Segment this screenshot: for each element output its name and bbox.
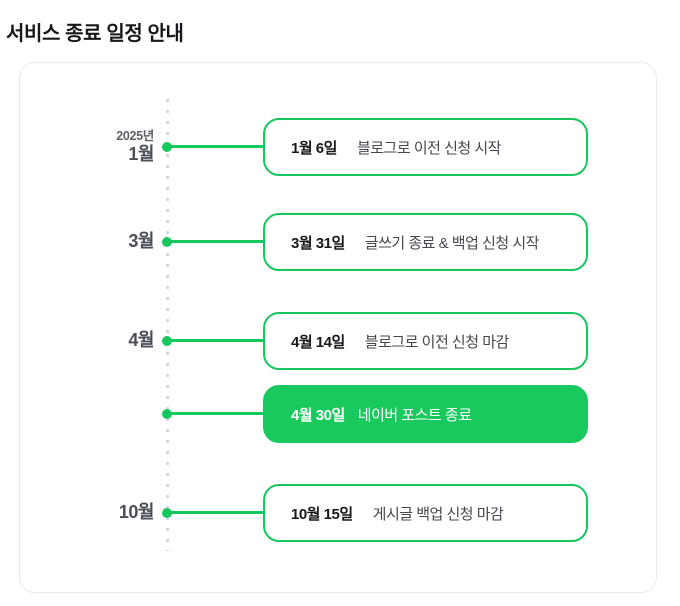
timeline-event-date: 4월 14일 <box>291 333 345 351</box>
timeline-row: 3월 3월 31일 글쓰기 종료 & 백업 신청 시작 <box>20 213 656 271</box>
timeline-event-card[interactable]: 4월 14일 블로그로 이전 신청 마감 <box>263 312 588 370</box>
timeline-month-label: 3월 <box>128 231 154 252</box>
timeline-event-card[interactable]: 1월 6일 블로그로 이전 신청 시작 <box>263 118 588 176</box>
timeline-row-period: 10월 <box>20 484 155 542</box>
timeline-month-label: 4월 <box>128 330 154 351</box>
timeline-event-date: 10월 15일 <box>291 505 353 523</box>
timeline-event-date: 1월 6일 <box>291 139 337 157</box>
timeline-node-dot <box>162 508 172 518</box>
timeline-row-period <box>20 385 154 443</box>
timeline-row: 4월 30일 네이버 포스트 종료 <box>20 385 656 443</box>
timeline-event-card-highlighted[interactable]: 4월 30일 네이버 포스트 종료 <box>263 385 588 443</box>
timeline-event-label: 글쓰기 종료 & 백업 신청 시작 <box>364 234 540 252</box>
timeline-event-label: 게시글 백업 신청 마감 <box>372 505 504 523</box>
timeline-row: 4월 4월 14일 블로그로 이전 신청 마감 <box>20 312 656 370</box>
timeline-row: 10월 10월 15일 게시글 백업 신청 마감 <box>20 484 656 542</box>
timeline-connector-line <box>170 339 264 342</box>
timeline-month-label: 10월 <box>118 502 155 523</box>
timeline-node-dot <box>162 336 172 346</box>
timeline-row-period: 3월 <box>20 213 154 271</box>
timeline-event-label: 블로그로 이전 신청 마감 <box>364 333 510 351</box>
timeline-month-label: 1월 <box>128 144 154 165</box>
timeline-row-period: 4월 <box>20 312 154 370</box>
page-title: 서비스 종료 일정 안내 <box>6 23 184 46</box>
timeline-connector-line <box>170 145 264 148</box>
timeline-node-dot <box>162 142 172 152</box>
timeline-event-label: 블로그로 이전 신청 시작 <box>356 139 502 157</box>
timeline-connector-line <box>170 511 264 514</box>
timeline-year-label: 2025년 <box>116 128 154 143</box>
timeline-node-dot <box>162 409 172 419</box>
timeline-event-card[interactable]: 10월 15일 게시글 백업 신청 마감 <box>263 484 588 542</box>
timeline-dotted-spine <box>166 99 169 551</box>
timeline-event-date: 3월 31일 <box>291 234 345 252</box>
timeline-event-date: 4월 30일 <box>291 406 345 424</box>
timeline-event-card[interactable]: 3월 31일 글쓰기 종료 & 백업 신청 시작 <box>263 213 588 271</box>
timeline-event-label: 네이버 포스트 종료 <box>357 406 472 424</box>
timeline-connector-line <box>170 412 264 415</box>
timeline-node-dot <box>162 237 172 247</box>
timeline-connector-line <box>170 240 264 243</box>
